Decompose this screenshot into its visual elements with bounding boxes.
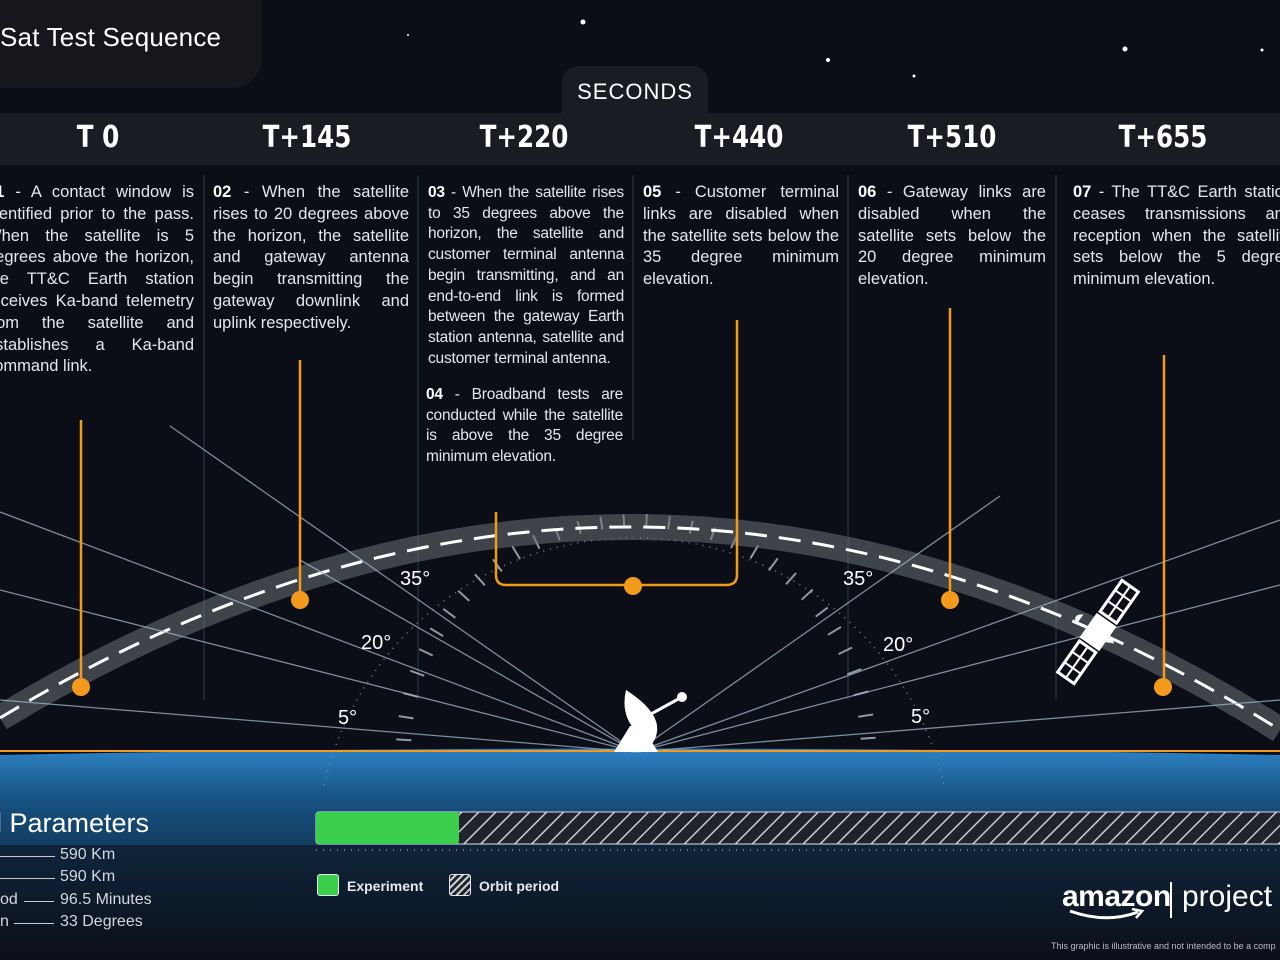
step-01-text: 01 - A contact window is identified prio… <box>0 182 194 378</box>
elevation-tick <box>457 590 470 602</box>
brand-logo-project: project <box>1182 880 1273 913</box>
brand-smile-icon <box>1069 908 1145 920</box>
step-number: 03 <box>428 184 445 201</box>
parameter-leader-line <box>14 923 54 924</box>
parameter-leader-line <box>0 856 55 857</box>
elevation-label: 20° <box>883 634 913 656</box>
event-stems <box>79 308 1166 686</box>
stars <box>407 19 1264 78</box>
page-title: Sat Test Sequence <box>0 22 222 52</box>
elevation-tick <box>396 738 412 742</box>
marker-t220-t440 <box>624 577 642 595</box>
step-04-text: 04 - Broadband tests are conducted while… <box>426 385 623 468</box>
time-label-t440: T+440 <box>694 120 784 155</box>
elevation-tick <box>418 648 434 657</box>
step-description: - When the satellite rises to 35 degrees… <box>428 184 624 367</box>
time-bar <box>0 113 1280 165</box>
experiment-swatch <box>317 874 339 896</box>
step-description: - Gateway links are disabled when the sa… <box>858 183 1046 289</box>
elevation-label: 35° <box>400 568 430 590</box>
step-05-text: 05 - Customer terminal links are disable… <box>643 182 839 291</box>
elevation-tick <box>860 736 876 740</box>
marker-t0 <box>72 678 90 696</box>
event-markers <box>72 577 1172 696</box>
elevation-tick <box>409 669 425 677</box>
elevation-tick <box>815 606 829 618</box>
step-description: - A contact window is identified prior t… <box>0 183 194 376</box>
parameter-value: 590 Km <box>60 868 116 885</box>
marker-t510 <box>941 591 959 609</box>
elevation-tick <box>474 573 486 586</box>
elevation-label: 35° <box>843 568 873 590</box>
marker-t655 <box>1154 678 1172 696</box>
seconds-label: SECONDS <box>577 79 693 104</box>
disclaimer: This graphic is illustrative and not int… <box>1051 941 1276 951</box>
parameter-name: n <box>0 913 9 930</box>
elevation-tick <box>785 572 797 585</box>
elevation-tick <box>442 608 456 619</box>
time-label-t655: T+655 <box>1118 120 1208 155</box>
elevation-label: 5° <box>911 706 930 728</box>
parameter-row: 590 Km <box>0 868 220 888</box>
parameter-leader-line <box>24 901 54 902</box>
step-03-text: 03 - When the satellite rises to 35 degr… <box>428 183 624 369</box>
elevation-label: 20° <box>361 632 391 654</box>
orbit-progress-bar <box>315 811 1280 851</box>
legend-label: Orbit period <box>479 878 560 894</box>
orbit-period-swatch <box>449 874 471 896</box>
marker-t145 <box>291 591 309 609</box>
legend-label: Experiment <box>347 878 424 894</box>
step-number: 02 <box>213 183 232 201</box>
parameter-row: od 96.5 Minutes <box>0 891 220 911</box>
beam-lines <box>0 425 1280 753</box>
ground-station-dish-icon <box>614 690 687 752</box>
elevation-tick <box>846 668 862 676</box>
elevation-tick <box>768 557 779 571</box>
parameter-row: 590 Km <box>0 846 220 866</box>
step-number: 05 <box>643 183 662 201</box>
elevation-tick <box>800 588 814 601</box>
step-description: - Customer terminal links are disabled w… <box>643 183 839 289</box>
time-label-t0: T 0 <box>76 120 120 155</box>
elevation-tick <box>838 646 853 655</box>
step-description: - Broadband tests are conducted while th… <box>426 386 623 466</box>
elevation-tick <box>858 713 874 718</box>
title-panel: Sat Test Sequence <box>0 0 262 88</box>
step-description: - The TT&C Earth station ceases transmis… <box>1073 183 1280 289</box>
step-number: 06 <box>858 183 877 201</box>
ground-bottom-band <box>0 845 1280 960</box>
brand-logo-amazon: amazon <box>1062 880 1171 913</box>
parameter-value: 33 Degrees <box>60 913 143 930</box>
time-label-t145: T+145 <box>262 120 352 155</box>
step-description: - When the satellite rises to 20 degrees… <box>213 183 409 332</box>
elevation-tick <box>827 626 842 636</box>
experiment-bar <box>316 812 459 844</box>
elevation-tick <box>429 627 444 637</box>
satellite-icon <box>1055 578 1141 686</box>
step-07-text: 07 - The TT&C Earth station ceases trans… <box>1073 182 1280 291</box>
parameter-row: n 33 Degrees <box>0 913 220 933</box>
elevation-tick <box>398 715 414 720</box>
step-02-text: 02 - When the satellite rises to 20 degr… <box>213 182 409 335</box>
parameter-name: od <box>0 891 18 908</box>
parameter-leader-line <box>0 878 55 879</box>
elevation-labels: 35° 20° 5° 35° 20° 5° <box>338 568 930 729</box>
parameter-value: 96.5 Minutes <box>60 891 152 908</box>
elevation-label: 5° <box>338 707 357 729</box>
elevation-tick <box>511 545 521 560</box>
orbit-period-bar <box>315 811 1280 845</box>
seconds-tab: SECONDS <box>562 66 708 116</box>
time-label-t220: T+220 <box>479 120 569 155</box>
step-06-text: 06 - Gateway links are disabled when the… <box>858 182 1046 291</box>
brand-separator <box>1170 882 1172 918</box>
elevation-tick <box>492 558 503 572</box>
parameter-value: 590 Km <box>60 846 116 863</box>
parameters-title: l Parameters <box>0 808 150 838</box>
step-number: 04 <box>426 386 443 403</box>
step-number: 01 <box>0 183 4 201</box>
step-number: 07 <box>1073 183 1092 201</box>
time-label-t510: T+510 <box>907 120 997 155</box>
